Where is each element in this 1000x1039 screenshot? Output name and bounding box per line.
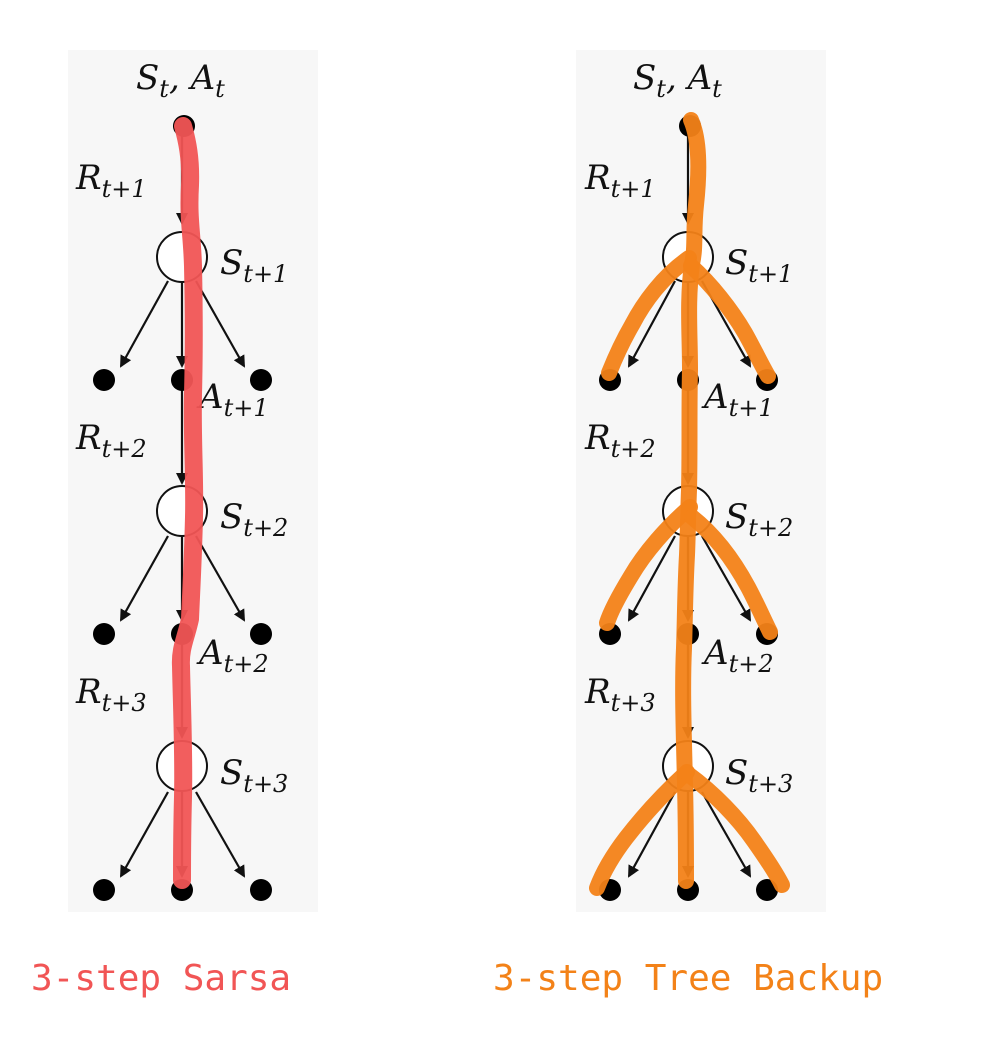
left-edge-s1-to-a1-right (195, 280, 245, 368)
left-start-label: St, At (136, 58, 225, 103)
right-edge-s3-to-a3-right (701, 791, 751, 878)
left-action-node-1a (93, 369, 115, 391)
left-state-label-2: St+2 (220, 497, 288, 542)
left-edge-s1-to-a1-left (120, 280, 169, 368)
right-edge-s3-to-a3-left (628, 791, 676, 878)
right-edge-s2-to-a2-right (701, 535, 751, 622)
right-start-label: St, At (633, 58, 722, 103)
left-backup-diagram: St, At Rt+1 Rt+2 (31, 50, 318, 999)
right-caption: 3-step Tree Backup (493, 958, 883, 999)
left-reward-label-2: Rt+2 (75, 418, 147, 463)
left-caption: 3-step Sarsa (31, 958, 291, 999)
right-backup-diagram: St, At Rt+1 Rt+2 (493, 50, 883, 999)
left-action-node-1c (250, 369, 272, 391)
right-reward-label-2: Rt+2 (584, 418, 656, 463)
right-action-label-1: At+1 (701, 377, 774, 422)
tree-backup-highlight-branch-1 (601, 250, 697, 381)
tree-backup-highlight-main (675, 112, 707, 889)
tree-backup-highlight-branch-3 (599, 499, 698, 631)
right-state-label-3: St+3 (725, 753, 793, 798)
right-action-label-2: At+2 (701, 633, 774, 678)
right-action-node-3c (756, 879, 778, 901)
left-action-node-2c (250, 623, 272, 645)
left-edge-s3-to-a3-right (195, 791, 245, 878)
left-edge-s3-to-a3-left (120, 791, 169, 878)
right-edge-s1-to-a1-left (628, 280, 676, 368)
right-edge-s2-to-a2-left (628, 535, 676, 622)
right-state-label-2: St+2 (725, 497, 793, 542)
right-reward-label-1: Rt+1 (584, 158, 656, 203)
left-action-node-3c (250, 879, 272, 901)
left-edge-s2-to-a2-right (195, 535, 245, 622)
right-state-label-1: St+1 (725, 243, 793, 288)
right-reward-label-3: Rt+3 (584, 672, 656, 717)
tree-backup-highlight-branch-6 (680, 766, 790, 893)
left-reward-label-3: Rt+3 (75, 672, 147, 717)
tree-backup-highlight-branch-4 (684, 509, 778, 640)
tree-backup-highlight-branch-2 (683, 258, 776, 384)
left-action-node-2a (93, 623, 115, 645)
left-edge-s2-to-a2-left (120, 535, 169, 622)
left-action-node-3a (93, 879, 115, 901)
sarsa-highlight-path (171, 117, 204, 889)
left-reward-label-1: Rt+1 (75, 158, 147, 203)
left-state-label-1: St+1 (220, 243, 288, 288)
tree-backup-highlight-branch-5 (589, 764, 695, 896)
left-state-label-3: St+3 (220, 753, 288, 798)
left-action-label-2: At+2 (196, 633, 269, 678)
